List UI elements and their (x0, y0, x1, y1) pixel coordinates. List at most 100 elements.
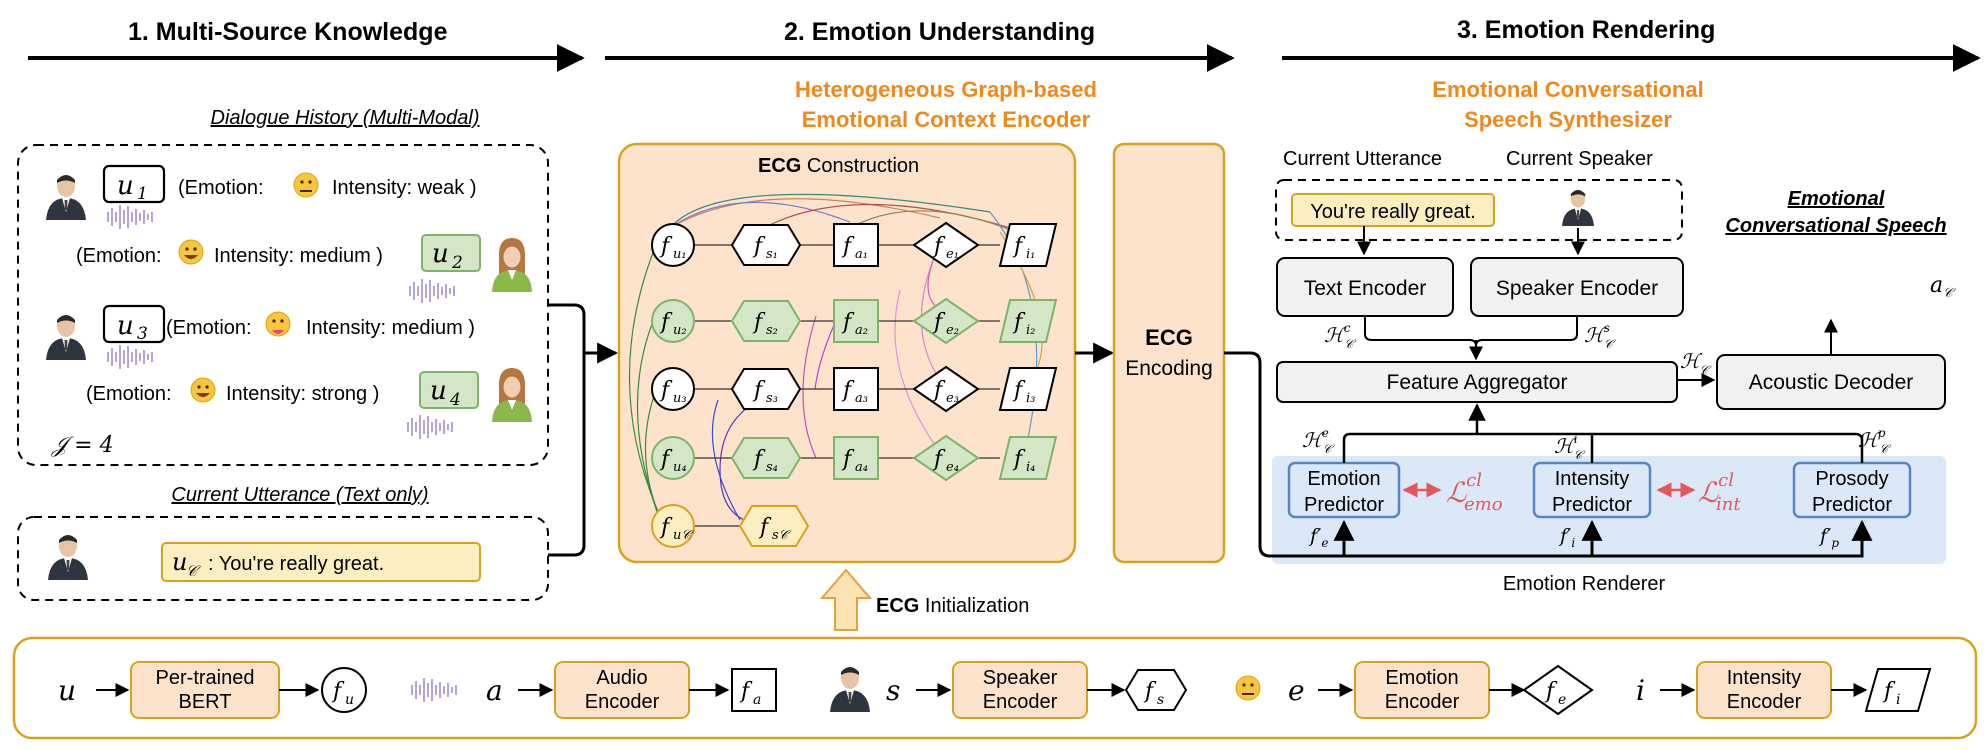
svg-text:4: 4 (449, 390, 461, 410)
audio-wave-icon (409, 279, 455, 303)
svg-text:i₄: i₄ (1026, 460, 1035, 475)
prosody-predictor-block (1792, 461, 1912, 519)
node-fs1 (730, 224, 802, 266)
speaker-male-icon (46, 315, 86, 360)
svg-text:ECG Construction: ECG Construction (758, 155, 919, 177)
output-fi-node (1864, 668, 1932, 712)
svg-text:s₃: s₃ (766, 391, 778, 406)
intensity-feature-label: f′i (1558, 525, 1575, 550)
svg-text:s: s (1157, 692, 1164, 708)
svg-text:i₃: i₃ (1026, 391, 1035, 406)
svg-text:u𝒞: u𝒞 (673, 528, 694, 543)
node-fu4 (651, 436, 695, 480)
node-fe4 (912, 434, 980, 482)
node-fs4 (730, 437, 802, 479)
encoder-title-line1: Heterogeneous Graph-based (795, 77, 1097, 102)
graph-row-edges (694, 244, 1000, 527)
speaker-female-icon (492, 238, 532, 292)
u3-intensity-text: Intensity: medium ) (306, 317, 475, 339)
svg-text:u₁: u₁ (673, 247, 687, 262)
svg-text:Encoder: Encoder (1727, 691, 1802, 713)
current-title: Current Utterance (Text only) (171, 484, 428, 506)
node-fu1 (651, 223, 695, 267)
intensity-encoder-label: Intensity (1727, 667, 1801, 689)
output-waveform-icon (1751, 252, 1915, 320)
feature-aggregator-label: Feature Aggregator (1387, 371, 1568, 394)
current-utterance-label: u (172, 548, 187, 576)
u2-emotion-text: (Emotion: (76, 245, 162, 267)
bert-label: Per-trained (156, 667, 255, 689)
svg-text:a₃: a₃ (855, 391, 868, 406)
svg-text:u₄: u₄ (673, 460, 687, 475)
current-utterance-text: : You're really great. (208, 553, 384, 575)
node-fu3 (651, 367, 695, 411)
history-count-label: 𝒥 = 4 (51, 433, 114, 458)
current-panel (17, 516, 549, 601)
svg-text:a₄: a₄ (855, 460, 868, 475)
input-a-label: a (486, 674, 503, 707)
aggregated-hidden-label: ℋ𝒞 (1680, 349, 1712, 377)
svg-text:Encoder: Encoder (1385, 691, 1460, 713)
u1-emotion-text: (Emotion: (178, 177, 264, 199)
svg-text:u₃: u₃ (673, 391, 687, 406)
intensity-predictor-label: Intensity (1555, 468, 1629, 490)
output-fu-node (321, 667, 367, 713)
speaker-female-icon (492, 368, 532, 422)
speaker-encoder-label: Speaker Encoder (1496, 277, 1658, 300)
graph-edges (628, 193, 1043, 525)
output-fs-node (1124, 669, 1188, 711)
text-encoder-label: Text Encoder (1304, 277, 1427, 300)
svg-text:Predictor: Predictor (1812, 494, 1892, 516)
current-input-panel (1275, 179, 1683, 241)
svg-text:s₁: s₁ (766, 247, 778, 262)
u1-label: u (117, 171, 134, 201)
output-title-line1: Emotional (1788, 188, 1885, 210)
ecg-construction-panel (617, 142, 1077, 564)
svg-text:ECG Initialization: ECG Initialization (876, 595, 1029, 617)
node-fe3 (912, 365, 980, 413)
svg-text:s₄: s₄ (766, 460, 778, 475)
svg-text:a: a (753, 692, 761, 708)
node-fuc (651, 504, 695, 548)
node-fa1 (833, 223, 879, 267)
node-fsc (738, 505, 810, 547)
svg-text:Encoder: Encoder (585, 691, 660, 713)
emotion-predictor-label: Emotion (1307, 468, 1380, 490)
history-title: Dialogue History (Multi-Modal) (211, 107, 480, 129)
node-fa3 (833, 367, 879, 411)
ecg-initialization-arrow (819, 568, 873, 631)
node-fi4 (998, 436, 1058, 480)
svg-text:i: i (1896, 692, 1900, 708)
svg-text:e₂: e₂ (946, 323, 959, 338)
encoder-title-line2: Emotional Context Encoder (802, 107, 1091, 132)
feature-aggregator-block (1276, 361, 1678, 403)
u4-emotion-text: (Emotion: (86, 383, 172, 405)
u1-intensity-text: Intensity: weak ) (332, 177, 477, 199)
node-fa2 (833, 299, 879, 343)
svg-text:s₂: s₂ (766, 323, 778, 338)
acoustic-decoder-label: Acoustic Decoder (1749, 371, 1914, 394)
ecg-initialization-label: ECG (876, 595, 919, 617)
input-s-label: s (886, 674, 900, 707)
svg-text:BERT: BERT (179, 691, 232, 713)
svg-text:s𝒞: s𝒞 (772, 528, 792, 543)
u3-label: u (117, 311, 134, 341)
svg-text:3: 3 (137, 324, 148, 344)
grinning-emoji-icon (190, 377, 216, 403)
audio-wave-icon (107, 205, 153, 229)
svg-text:u₂: u₂ (673, 323, 687, 338)
u2-intensity-text: Intensity: medium ) (214, 245, 383, 267)
svg-text:2: 2 (451, 253, 463, 273)
svg-text:Predictor: Predictor (1552, 494, 1632, 516)
node-fa4 (833, 436, 879, 480)
synth-title-line2: Speech Synthesizer (1464, 107, 1672, 132)
renderer-utterance-text: You're really great. (1310, 201, 1475, 223)
speaker-encoder-bottom-label: Speaker (983, 667, 1058, 689)
section-2-title: 2. Emotion Understanding (784, 18, 1095, 46)
input-i-label: i (1636, 674, 1645, 707)
